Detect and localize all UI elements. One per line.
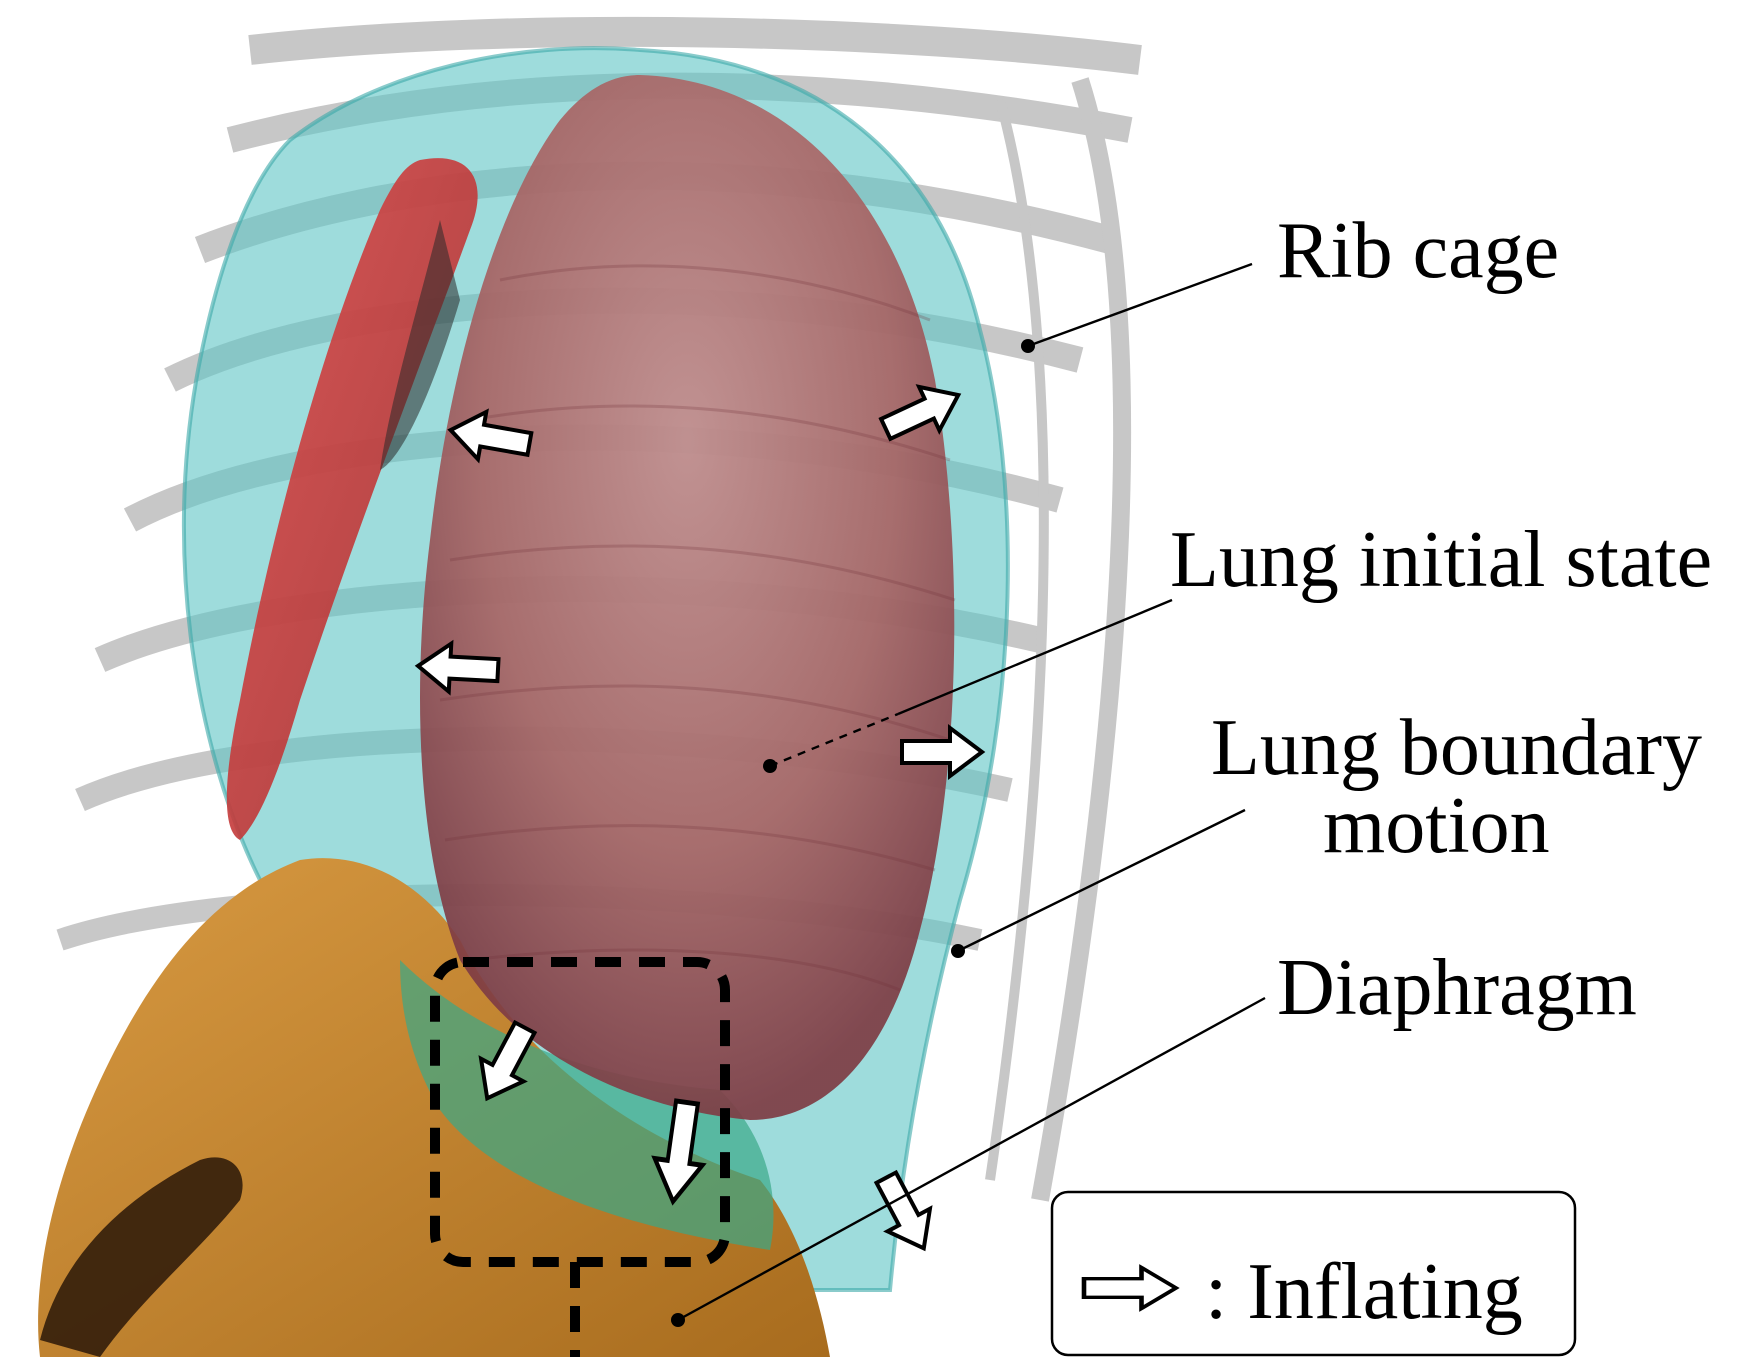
- label-lung-initial-state: Lung initial state: [1170, 516, 1712, 604]
- label-rib-cage: Rib cage: [1277, 207, 1559, 295]
- label-diaphragm: Diaphragm: [1277, 944, 1637, 1032]
- leader-rib-cage: [1021, 264, 1252, 353]
- legend-text: : Inflating: [1205, 1248, 1523, 1336]
- label-lung-boundary-motion-line2: motion: [1323, 782, 1550, 870]
- label-lung-boundary-motion-line1: Lung boundary: [1211, 704, 1702, 792]
- legend: : Inflating: [1052, 1192, 1575, 1355]
